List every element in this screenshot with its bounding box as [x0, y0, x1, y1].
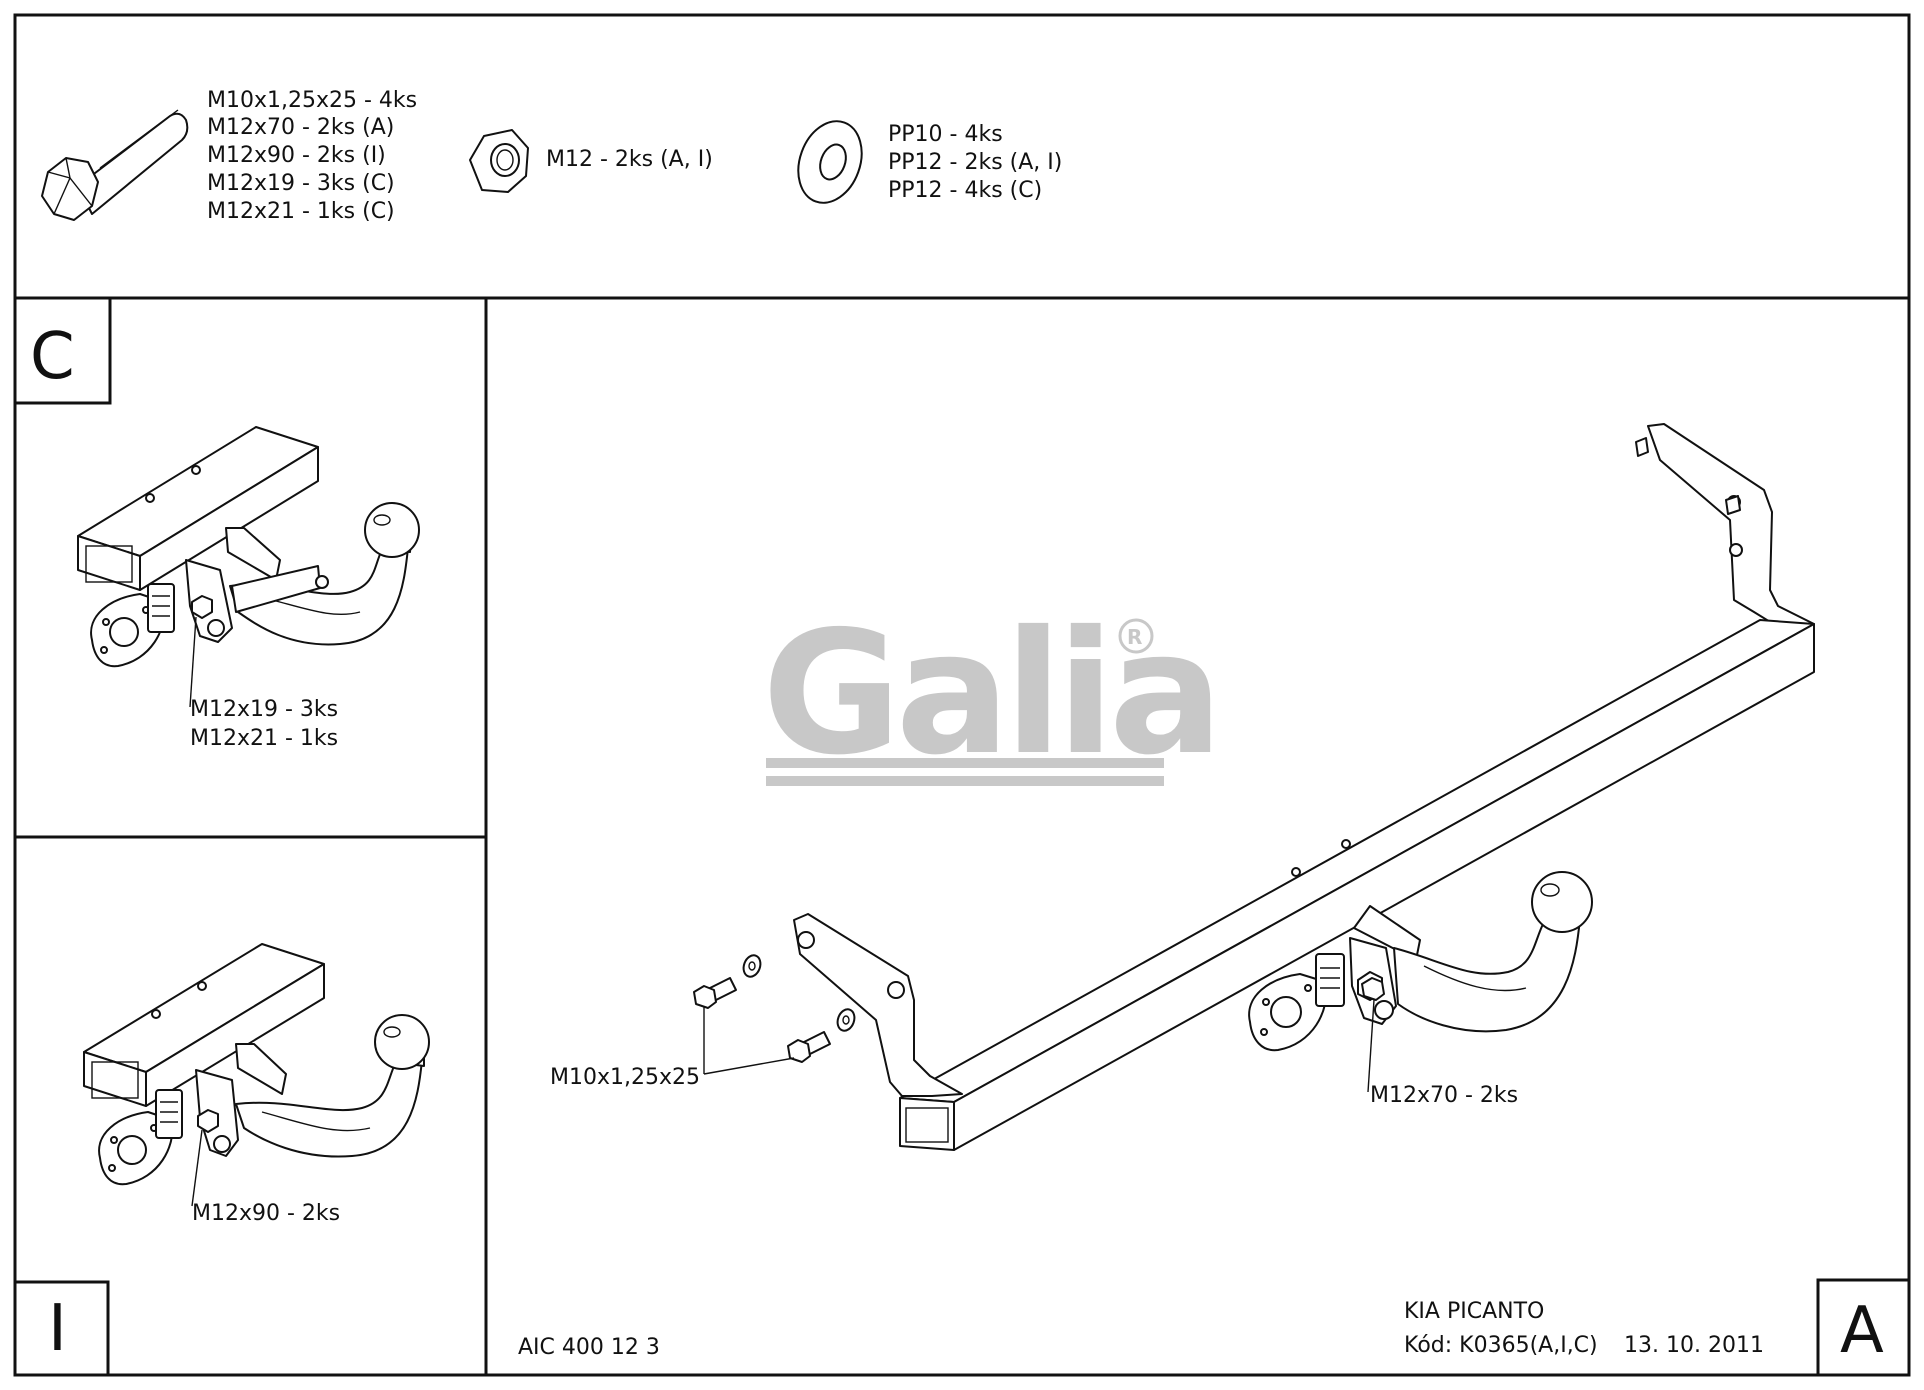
panel-a-fasteners: [693, 954, 1385, 1063]
panel-c-hitch-drawing: [77, 426, 420, 668]
panel-a-bolt-callout: M10x1,25x25: [550, 1065, 700, 1090]
panel-i-letter-box: [13, 1280, 110, 1377]
bolt-spec-5: M12x21 - 1ks (C): [207, 199, 395, 224]
panel-c-letter: C: [30, 320, 75, 394]
washer-spec-1: PP10 - 4ks: [888, 122, 1003, 147]
panel-c: C: [13, 296, 420, 751]
washer-spec-2: PP12 - 2ks (A, I): [888, 150, 1062, 175]
panel-a: A Galia R: [518, 423, 1911, 1377]
bolt-spec-2: M12x70 - 2ks (A): [207, 115, 394, 140]
panel-a-hitch-drawing: [793, 423, 1815, 1151]
panel-i-callout: M12x90 - 2ks: [192, 1201, 340, 1226]
vehicle-name: KIA PICANTO: [1404, 1299, 1544, 1324]
panel-c-leader: [189, 616, 197, 708]
washer-icon: [797, 120, 863, 204]
panel-i-leader: [191, 1129, 203, 1207]
panel-c-callout-2: M12x21 - 1ks: [190, 726, 338, 751]
sheet-frame: [13, 13, 1911, 1377]
panel-a-letter-box: [1816, 1278, 1911, 1377]
panel-a-hitch-callout: M12x70 - 2ks: [1370, 1083, 1518, 1108]
panel-c-letter-box: [13, 296, 112, 405]
washer-spec-list: PP10 - 4ks PP12 - 2ks (A, I) PP12 - 4ks …: [888, 122, 1062, 203]
bolt-spec-1: M10x1,25x25 - 4ks: [207, 88, 417, 113]
panel-i-hitch-drawing: [83, 943, 430, 1186]
galia-watermark: Galia R: [762, 595, 1224, 793]
bolt-icon: [41, 109, 189, 221]
bolt-spec-4: M12x19 - 3ks (C): [207, 171, 395, 196]
panel-i: I: [13, 943, 430, 1377]
panel-a-letter: A: [1840, 1294, 1884, 1368]
drawing-code: AIC 400 12 3: [518, 1335, 660, 1360]
bolt-spec-3: M12x90 - 2ks (I): [207, 143, 386, 168]
svg-text:R: R: [1127, 625, 1142, 649]
drawing-date: 13. 10. 2011: [1624, 1333, 1764, 1358]
panel-c-callout-1: M12x19 - 3ks: [190, 697, 338, 722]
washer-spec-3: PP12 - 4ks (C): [888, 178, 1042, 203]
bolt-spec-list: M10x1,25x25 - 4ks M12x70 - 2ks (A) M12x9…: [207, 88, 417, 224]
kod-label: Kód: K0365(A,I,C): [1404, 1333, 1598, 1358]
panel-i-letter: I: [48, 1292, 67, 1366]
nut-spec: M12 - 2ks (A, I): [546, 147, 713, 172]
panel-a-leaders: [703, 999, 1375, 1093]
nut-icon: [469, 129, 529, 193]
